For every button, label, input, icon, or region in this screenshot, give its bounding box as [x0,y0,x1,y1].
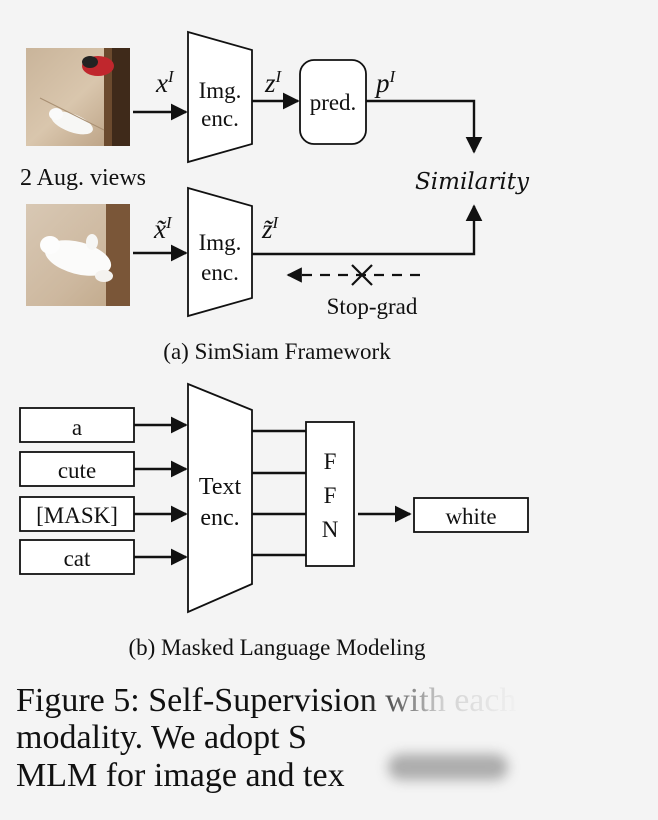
x-tilde-label: x̃I [153,213,173,244]
panel-a-caption: (a) SimSiam Framework [163,339,391,364]
stop-grad-label: Stop-grad [327,294,418,319]
text-encoder [187,382,253,614]
output-token-box [413,497,529,533]
arrow-p-to-similarity [366,99,483,154]
token-box-2 [19,451,135,487]
image-encoder-bottom-line1: Img. [199,230,242,255]
z-tilde-label: z̃I [261,213,280,244]
ffn-letter-2: F [324,483,337,508]
image-encoder-top-line2: enc. [201,106,239,131]
p-label: pI [374,67,397,98]
token-box-1 [19,407,135,443]
cat-photo-view-2 [26,204,130,306]
panel-b-caption: (b) Masked Language Modeling [128,635,426,660]
token-label-3: [MASK] [36,503,118,528]
token-label-4: cat [64,546,91,571]
figure-caption-line-3: MLM for image and tex [16,757,345,794]
stop-grad-cross-icon [351,264,373,286]
x-label: xI [155,67,175,98]
similarity-label: Similarity [415,169,530,195]
image-encoder-top-line1: Img. [199,78,242,103]
arrow-ztilde-to-similarity [252,204,483,256]
output-token-label: white [445,504,496,529]
occlusion-overlay [360,676,658,820]
aug-views-label: 2 Aug. views [20,165,146,191]
ffn-box [305,421,355,567]
occlusion-smudge [388,754,508,780]
figure-caption-line-2: modality. We adopt S [16,719,307,756]
token-label-2: cute [58,458,96,483]
image-encoder-top [187,30,253,164]
z-label: zI [264,67,283,98]
predictor-label: pred. [310,90,357,115]
ffn-letter-3: N [322,517,339,542]
text-encoder-line1: Text [199,474,242,500]
token-label-1: a [72,415,82,440]
image-encoder-bottom-line2: enc. [201,260,239,285]
ffn-letter-1: F [324,449,337,474]
image-encoder-bottom [187,186,253,318]
text-encoder-line2: enc. [200,505,239,531]
cat-photo-view-1 [26,48,130,146]
token-box-3 [19,496,135,532]
